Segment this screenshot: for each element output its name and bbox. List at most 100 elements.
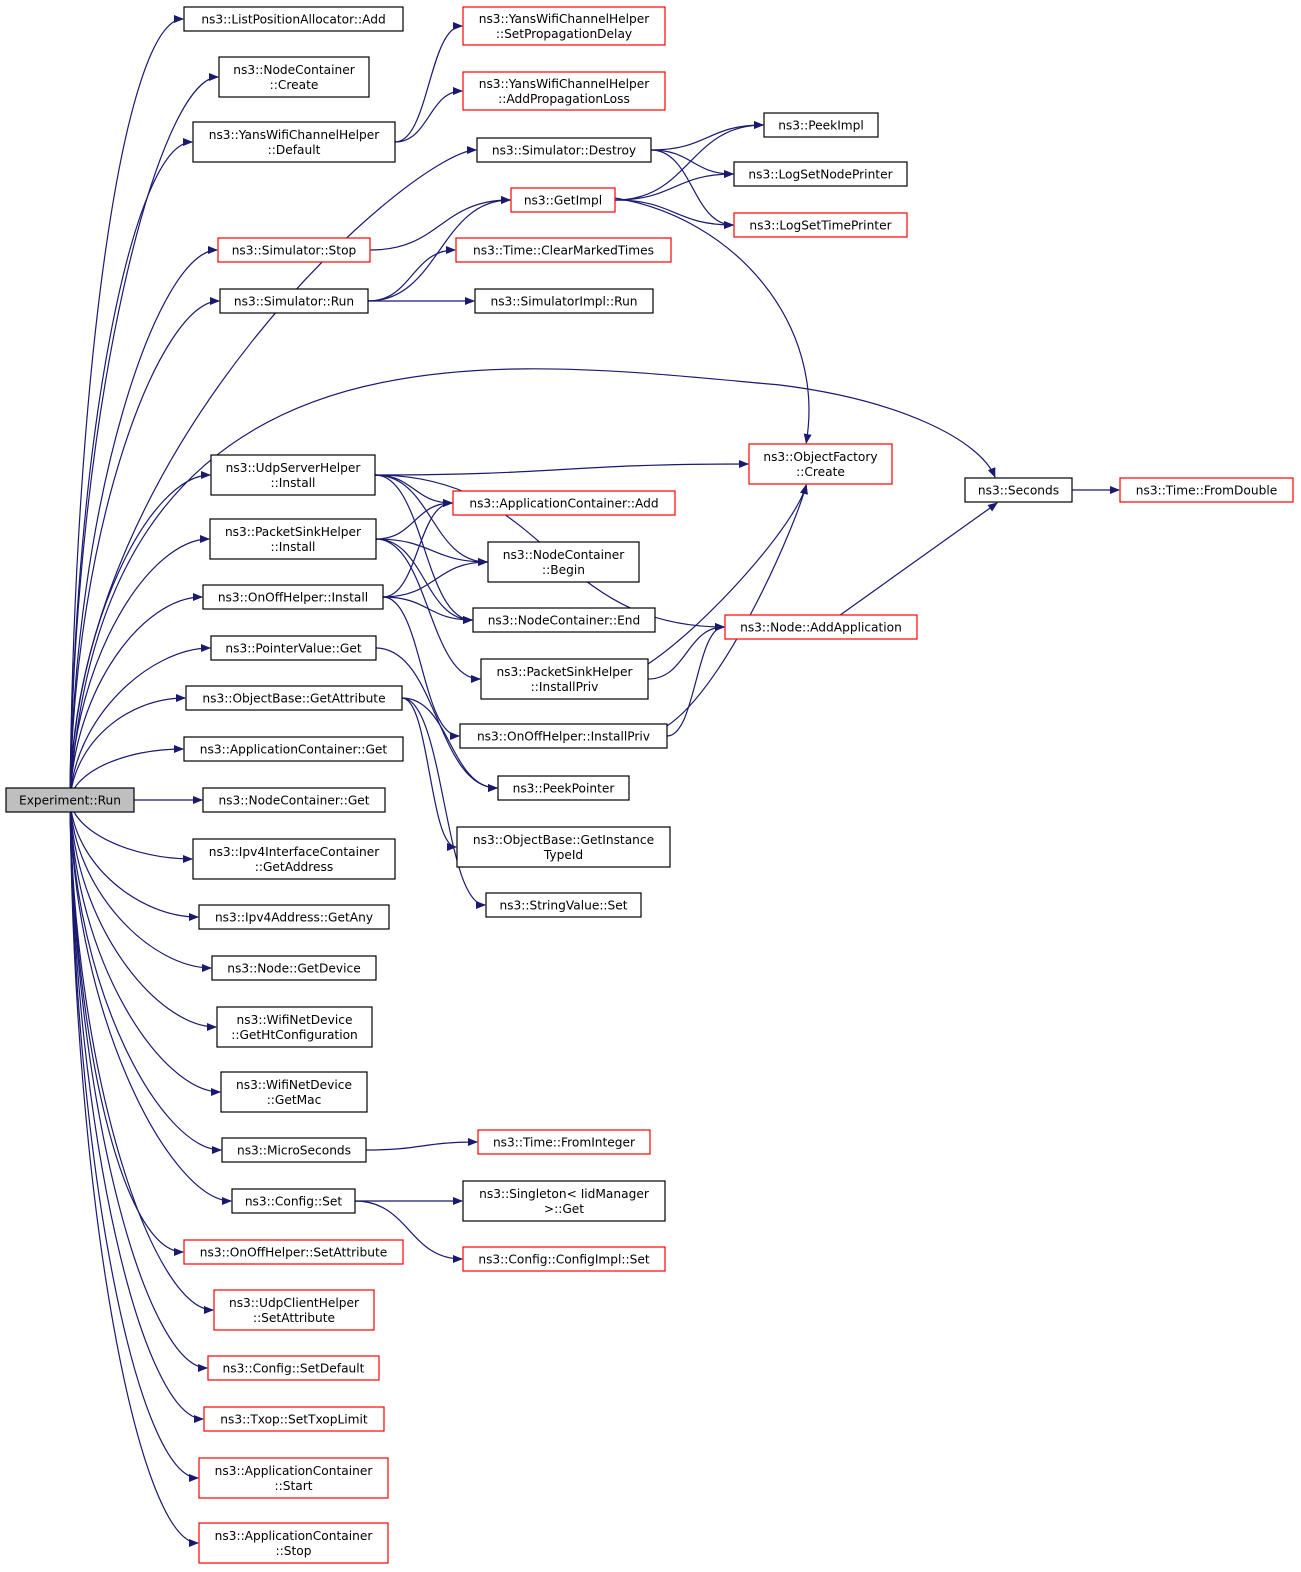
edge — [69, 799, 199, 1482]
node-label: ::Stop — [276, 1544, 312, 1558]
node-label: ns3::ListPositionAllocator::Add — [201, 13, 385, 27]
node-logTime[interactable]: ns3::LogSetTimePrinter — [733, 212, 908, 238]
node-ywAddProp[interactable]: ns3::YansWifiChannelHelper::AddPropagati… — [462, 71, 666, 111]
edge — [375, 499, 453, 540]
node-simRun[interactable]: ns3::Simulator::Run — [219, 288, 369, 314]
node-label: ::Start — [275, 1479, 313, 1493]
node-layer: Experiment::Run ns3::ListPositionAllocato… — [5, 6, 1294, 1564]
edge — [382, 596, 473, 624]
node-box — [185, 685, 403, 711]
node-label: >::Get — [544, 1202, 584, 1216]
node-box — [210, 635, 377, 661]
node-fromDouble[interactable]: ns3::Time::FromDouble — [1119, 477, 1294, 503]
node-label: ns3::NodeContainer::Get — [218, 794, 369, 808]
node-cfgImplSet[interactable]: ns3::Config::ConfigImpl::Set — [462, 1246, 666, 1272]
edge-onoffInstall-to-ncEnd — [382, 596, 473, 624]
node-peekImpl[interactable]: ns3::PeekImpl — [763, 112, 879, 138]
edge — [369, 196, 511, 251]
node-obGetAttr[interactable]: ns3::ObjectBase::GetAttribute — [185, 685, 403, 711]
node-onoffInstallPriv[interactable]: ns3::OnOffHelper::InstallPriv — [459, 723, 668, 749]
node-logNode[interactable]: ns3::LogSetNodePrinter — [733, 161, 908, 187]
edge-run-to-psInstall — [69, 535, 210, 801]
node-strSet[interactable]: ns3::StringValue::Set — [485, 892, 642, 918]
node-onoffSetAttr[interactable]: ns3::OnOffHelper::SetAttribute — [183, 1239, 404, 1265]
node-pvGet[interactable]: ns3::PointerValue::Get — [210, 635, 377, 661]
node-onoffInstall[interactable]: ns3::OnOffHelper::Install — [202, 584, 384, 610]
node-nodeGetDev[interactable]: ns3::Node::GetDevice — [211, 955, 377, 981]
node-fromInteger[interactable]: ns3::Time::FromInteger — [477, 1129, 651, 1155]
node-ncGet[interactable]: ns3::NodeContainer::Get — [202, 787, 386, 813]
node-lpaAdd[interactable]: ns3::ListPositionAllocator::Add — [183, 6, 404, 32]
edge-run-to-onoffInstall — [69, 593, 203, 801]
node-udpServer[interactable]: ns3::UdpServerHelper::Install — [210, 454, 376, 496]
edge-run-to-micro — [69, 799, 222, 1154]
node-getImpl[interactable]: ns3::GetImpl — [510, 187, 616, 213]
node-box — [487, 541, 640, 583]
node-acStart[interactable]: ns3::ApplicationContainer::Start — [198, 1457, 389, 1499]
edge-run-to-obGetAttr — [69, 694, 186, 801]
node-box — [462, 1246, 666, 1272]
edge — [382, 558, 488, 598]
edge-psInstallPriv-to-nodeAddApp — [647, 623, 725, 680]
node-label: ::Install — [271, 476, 316, 490]
node-label: ::Begin — [542, 563, 585, 577]
node-box — [462, 6, 666, 46]
node-box — [459, 723, 668, 749]
node-simStop[interactable]: ns3::Simulator::Stop — [217, 237, 371, 263]
node-singletonGet[interactable]: ns3::Singleton< IidManager>::Get — [462, 1180, 666, 1222]
node-txopLimit[interactable]: ns3::Txop::SetTxopLimit — [203, 1406, 385, 1432]
node-box — [462, 71, 666, 111]
edge-getImpl-to-peekImpl — [614, 121, 764, 201]
node-ipv4IcGetAddr[interactable]: ns3::Ipv4InterfaceContainer::GetAddress — [192, 838, 396, 880]
node-ncCreate[interactable]: ns3::NodeContainer::Create — [218, 56, 370, 98]
node-ncEnd[interactable]: ns3::NodeContainer::End — [472, 607, 656, 633]
node-seconds[interactable]: ns3::Seconds — [964, 477, 1073, 503]
node-ywDefault[interactable]: ns3::YansWifiChannelHelper::Default — [192, 121, 396, 163]
node-label: ::Create — [270, 78, 319, 92]
node-cfgSet[interactable]: ns3::Config::Set — [231, 1188, 356, 1214]
node-psInstallPriv[interactable]: ns3::PacketSinkHelper::InstallPriv — [480, 658, 649, 700]
node-label: ::InstallPriv — [531, 680, 599, 694]
edge — [69, 799, 199, 921]
node-label: ns3::Time::FromInteger — [493, 1136, 636, 1150]
edge-layer — [69, 15, 1120, 1547]
node-udpClientSetAttr[interactable]: ns3::UdpClientHelper::SetAttribute — [213, 1289, 375, 1331]
edge-getImpl-to-logNode — [614, 170, 734, 201]
edge-simDestroy-to-logTime — [650, 149, 734, 229]
node-micro[interactable]: ns3::MicroSeconds — [221, 1137, 367, 1163]
edge — [614, 121, 764, 201]
node-acStop[interactable]: ns3::ApplicationContainer::Stop — [198, 1522, 389, 1564]
node-ipv4GetAny[interactable]: ns3::Ipv4Address::GetAny — [198, 904, 390, 930]
node-wndGetMac[interactable]: ns3::WifiNetDevice::GetMac — [220, 1071, 368, 1113]
node-box — [748, 443, 893, 485]
edge — [375, 538, 473, 624]
node-label: ::SetPropagationDelay — [496, 27, 632, 41]
edge — [69, 297, 220, 801]
edge — [367, 196, 511, 302]
node-ywSetProp[interactable]: ns3::YansWifiChannelHelper::SetPropagati… — [462, 6, 666, 46]
edge-run-to-acStart — [69, 799, 199, 1482]
node-wndGetHt[interactable]: ns3::WifiNetDevice::GetHtConfiguration — [216, 1006, 373, 1048]
node-acGet[interactable]: ns3::ApplicationContainer::Get — [183, 736, 404, 762]
node-clearMarked[interactable]: ns3::Time::ClearMarkedTimes — [455, 237, 672, 263]
node-box — [209, 518, 377, 560]
node-psInstall[interactable]: ns3::PacketSinkHelper::Install — [209, 518, 377, 560]
edge — [614, 197, 812, 444]
node-ncBegin[interactable]: ns3::NodeContainer::Begin — [487, 541, 640, 583]
node-appAdd[interactable]: ns3::ApplicationContainer::Add — [452, 490, 676, 516]
node-box — [733, 161, 908, 187]
node-ofCreate[interactable]: ns3::ObjectFactory::Create — [748, 443, 893, 485]
node-nodeAddApp[interactable]: ns3::Node::AddApplication — [724, 614, 918, 640]
edge — [394, 87, 463, 143]
node-peekPointer[interactable]: ns3::PeekPointer — [497, 775, 630, 801]
node-label: ns3::ApplicationContainer — [215, 1529, 374, 1543]
edge-simDestroy-to-logNode — [650, 149, 734, 178]
node-label: ns3::NodeContainer::End — [488, 614, 641, 628]
node-simImplRun[interactable]: ns3::SimulatorImpl::Run — [474, 288, 654, 314]
node-simDestroy[interactable]: ns3::Simulator::Destroy — [476, 137, 652, 163]
node-box — [231, 1188, 356, 1214]
node-cfgSetDefault[interactable]: ns3::Config::SetDefault — [207, 1355, 380, 1381]
node-run[interactable]: Experiment::Run — [5, 787, 135, 813]
edge — [69, 73, 219, 801]
